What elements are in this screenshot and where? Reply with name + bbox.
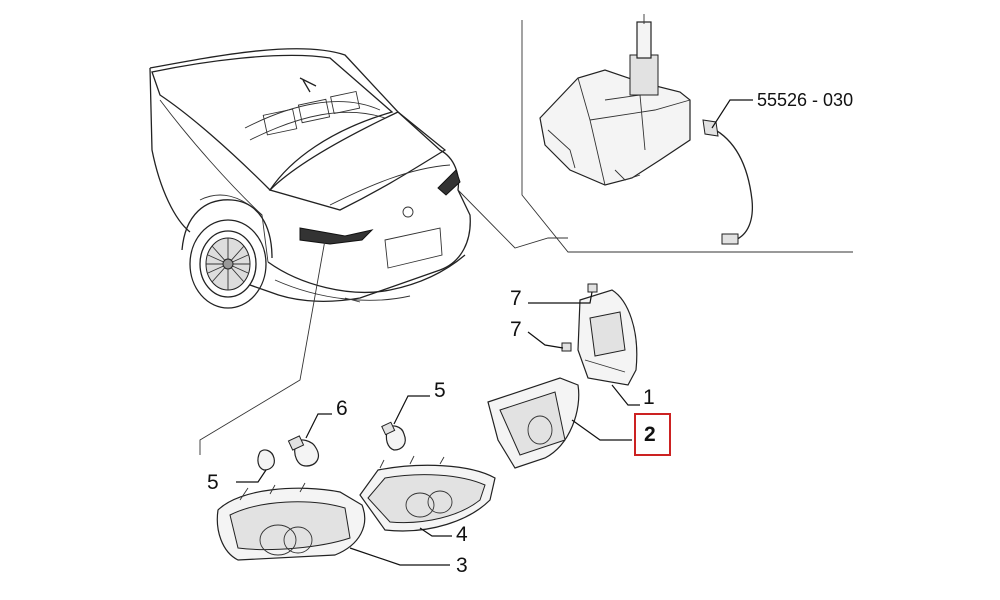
label-1: 1 (643, 386, 655, 409)
part-4-boot-tail-light (359, 455, 496, 537)
callout-lines (199, 189, 568, 455)
label-5-upper: 5 (434, 379, 446, 402)
highlight-box (634, 413, 671, 456)
part-1-inner-light (577, 289, 640, 406)
bulbs (236, 395, 430, 483)
label-7-upper: 7 (510, 287, 522, 310)
inset-panel: 55526 - 030 (521, 14, 853, 253)
part-3-outer-tail-light (216, 482, 450, 566)
label-5-lower: 5 (207, 471, 219, 494)
label-2: 2 (644, 423, 656, 446)
car-illustration (149, 48, 471, 309)
label-3: 3 (456, 554, 468, 577)
label-4: 4 (456, 523, 468, 546)
number-labels: 1 2 3 4 5 5 6 7 7 (207, 287, 656, 577)
part-2-inner-light-lens (487, 377, 632, 469)
ref-part-number: 55526 - 030 (757, 90, 853, 110)
label-7-lower: 7 (510, 318, 522, 341)
part-7-nuts (527, 283, 598, 352)
label-6: 6 (336, 397, 348, 420)
